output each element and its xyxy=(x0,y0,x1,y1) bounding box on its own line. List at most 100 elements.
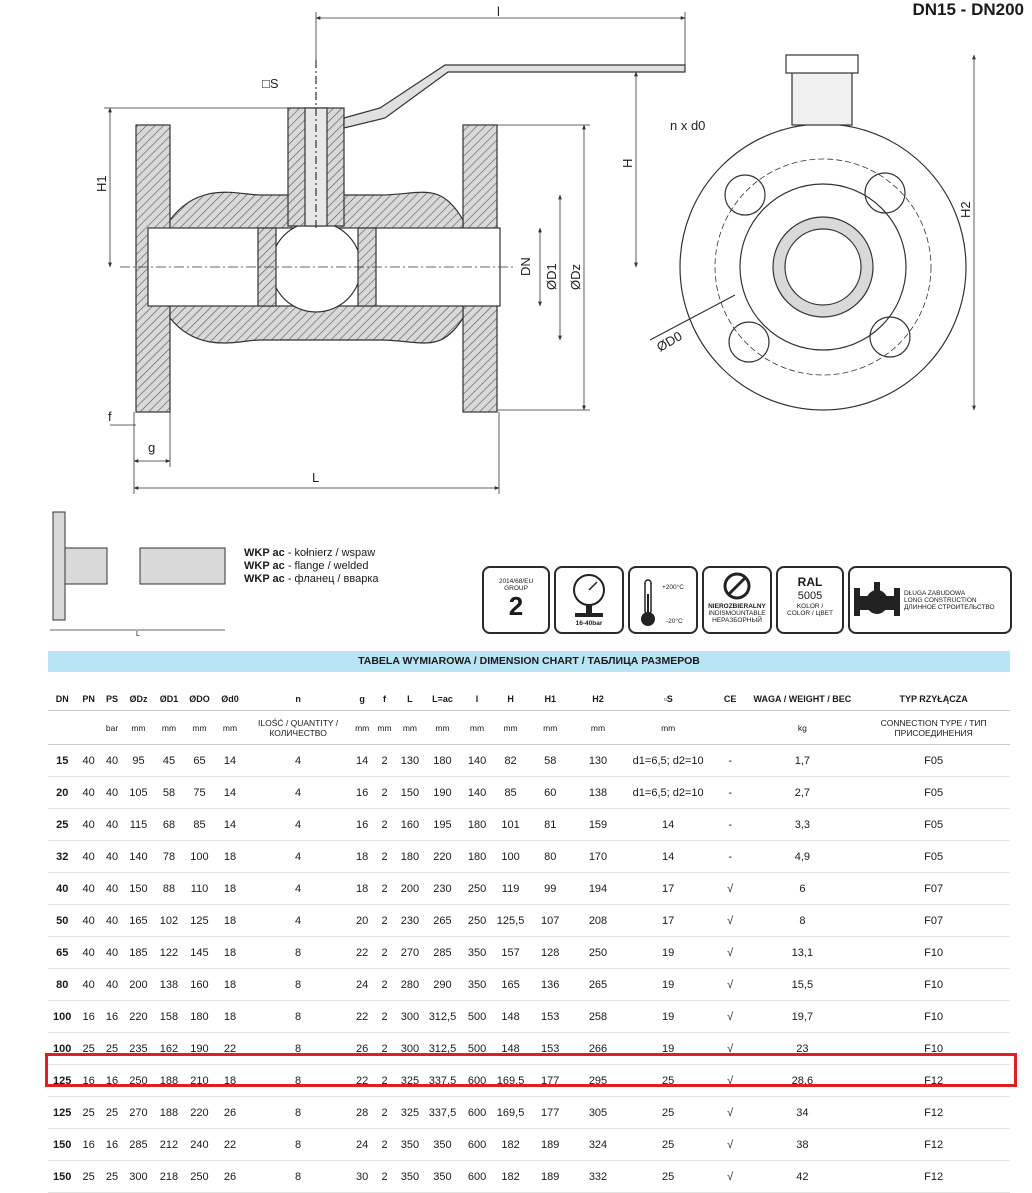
table-cell: 138 xyxy=(153,968,185,1001)
table-cell: 23 xyxy=(747,1032,858,1065)
table-cell: 2 xyxy=(373,744,396,777)
table-cell: 2 xyxy=(373,1064,396,1097)
table-cell: 25 xyxy=(623,1128,713,1161)
svg-text:f: f xyxy=(108,409,112,424)
table-cell: 1,7 xyxy=(747,744,858,777)
table-cell: 18 xyxy=(214,1064,246,1097)
table-cell: 2 xyxy=(373,808,396,841)
table-cell: 2 xyxy=(373,776,396,809)
table-cell: 115 xyxy=(123,808,154,841)
table-cell: 165 xyxy=(123,904,154,937)
table-cell: 250 xyxy=(460,904,494,937)
table-cell: 16 xyxy=(350,776,374,809)
unit-header: mm xyxy=(123,710,154,745)
temperature-badge: +200°C -20°C xyxy=(628,566,698,634)
column-header: DN xyxy=(48,688,77,711)
table-cell: 8 xyxy=(245,1032,351,1065)
table-cell: 14 xyxy=(623,808,713,841)
table-cell: 16 xyxy=(76,1128,101,1161)
table-cell: 169,5 xyxy=(493,1064,528,1097)
table-cell: 3,3 xyxy=(747,808,858,841)
table-cell: 350 xyxy=(424,1160,461,1193)
table-cell: 258 xyxy=(572,1000,624,1033)
column-header: f xyxy=(373,688,396,711)
unit-header xyxy=(712,710,748,745)
table-cell: 337,5 xyxy=(424,1096,461,1129)
table-cell: 13,1 xyxy=(747,936,858,969)
table-cell: 26 xyxy=(350,1032,374,1065)
table-cell: 6 xyxy=(747,872,858,905)
table-cell: 160 xyxy=(395,808,425,841)
table-cell: 4 xyxy=(245,840,351,873)
table-cell: 102 xyxy=(153,904,185,937)
table-cell: √ xyxy=(712,1000,748,1033)
table-cell: 2 xyxy=(373,1160,396,1193)
table-cell: 8 xyxy=(747,904,858,937)
table-cell: 170 xyxy=(572,840,624,873)
table-cell: 75 xyxy=(184,776,215,809)
table-cell: 145 xyxy=(184,936,215,969)
table-cell: 600 xyxy=(460,1160,494,1193)
table-cell: - xyxy=(712,744,748,777)
table-cell: 270 xyxy=(123,1096,154,1129)
legend-line-en: WKP ac - flange / welded xyxy=(244,560,369,572)
connection-legend: WKP ac - kołnierz / wspaw WKP ac - flang… xyxy=(244,547,379,586)
table-cell: 8 xyxy=(245,1160,351,1193)
table-cell: 125 xyxy=(184,904,215,937)
table-cell: 130 xyxy=(395,744,425,777)
table-cell: 45 xyxy=(153,744,185,777)
table-cell: 136 xyxy=(527,968,573,1001)
table-cell: 78 xyxy=(153,840,185,873)
table-cell: 208 xyxy=(572,904,624,937)
table-cell: 160 xyxy=(184,968,215,1001)
table-cell: 119 xyxy=(493,872,528,905)
table-cell: 65 xyxy=(184,744,215,777)
table-cell: 210 xyxy=(184,1064,215,1097)
table-cell: F10 xyxy=(857,1000,1010,1033)
range-title: DN15 - DN200 xyxy=(912,0,1025,19)
unit-header: mm xyxy=(460,710,494,745)
table-cell: 25 xyxy=(76,1160,101,1193)
table-cell: F12 xyxy=(857,1128,1010,1161)
table-cell: 40 xyxy=(76,904,101,937)
table-cell: 250 xyxy=(184,1160,215,1193)
table-cell: 350 xyxy=(395,1128,425,1161)
table-cell: 19 xyxy=(623,1032,713,1065)
column-header: g xyxy=(350,688,374,711)
table-cell: 2 xyxy=(373,872,396,905)
unit-header: mm xyxy=(424,710,461,745)
table-cell: 22 xyxy=(350,936,374,969)
svg-text:ØD1: ØD1 xyxy=(544,263,559,290)
table-cell: 25 xyxy=(100,1096,124,1129)
table-cell: 85 xyxy=(493,776,528,809)
table-cell: 2 xyxy=(373,1032,396,1065)
table-cell: 177 xyxy=(527,1064,573,1097)
table-cell: 25 xyxy=(100,1160,124,1193)
no-disassembly-icon xyxy=(723,572,751,600)
table-cell: 22 xyxy=(350,1064,374,1097)
table-cell: 2 xyxy=(373,936,396,969)
column-header: L=ac xyxy=(424,688,461,711)
column-header: PN xyxy=(76,688,101,711)
table-cell: d1=6,5; d2=10 xyxy=(623,744,713,777)
table-cell: F10 xyxy=(857,1032,1010,1065)
table-cell: 4,9 xyxy=(747,840,858,873)
table-cell: 20 xyxy=(350,904,374,937)
ral-color-badge: RAL 5005 KOLOR / COLOR / ЦВЕТ xyxy=(776,566,844,634)
column-header: CE xyxy=(712,688,748,711)
table-cell: - xyxy=(712,776,748,809)
column-header: l xyxy=(460,688,494,711)
table-cell: 337,5 xyxy=(424,1064,461,1097)
table-cell: 312,5 xyxy=(424,1032,461,1065)
table-cell: 153 xyxy=(527,1000,573,1033)
table-cell: 2 xyxy=(373,1096,396,1129)
table-cell: 150 xyxy=(48,1128,77,1161)
unit-header: ILOŚĆ / QUANTITY / КОЛИЧЕСТВО xyxy=(245,710,351,745)
table-cell: 68 xyxy=(153,808,185,841)
